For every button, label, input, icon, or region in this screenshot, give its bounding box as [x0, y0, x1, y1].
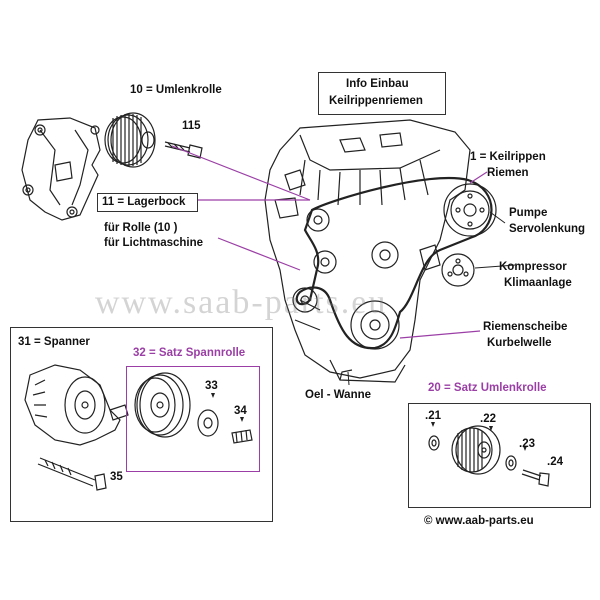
umlenkrolle-box — [408, 403, 591, 508]
label-lagerbock: 11 = Lagerbock — [102, 196, 186, 208]
label-pumpe-line2: Servolenkung — [509, 223, 586, 235]
label-pumpe-line1: Pumpe — [509, 207, 548, 219]
spanner-assembly — [24, 364, 129, 491]
lagerbock-bracket — [21, 117, 101, 221]
washer-33 — [197, 409, 219, 437]
pulley-idler-top — [306, 208, 330, 232]
title-box: Info Einbau Keilrippenriemen — [318, 72, 446, 115]
label-oelwanne: Oel - Wanne — [305, 389, 372, 401]
label-keilrippen-line2: Riemen — [487, 167, 529, 179]
washer-23 — [505, 455, 517, 471]
label-umlenkrolle: 10 = Umlenkrolle — [130, 84, 222, 96]
pulley-upper-middle — [371, 241, 399, 269]
pulley-22 — [451, 425, 501, 475]
pulley-lower-left — [292, 287, 318, 313]
label-21: .21 — [425, 410, 441, 422]
pulley-kompressor — [441, 253, 475, 287]
spannrolle-32 — [134, 372, 191, 438]
label-rolle-line2: für Lichtmaschine — [104, 237, 204, 249]
pulley-left-middle — [313, 250, 337, 274]
label-keilrippen-line1: 1 = Keilrippen — [470, 151, 546, 163]
umlenkrolle-pulley — [104, 112, 156, 168]
bolt-24 — [521, 469, 550, 487]
label-kompressor-line1: Kompressor — [499, 261, 567, 273]
umlenkrolle-satz-20 — [428, 425, 550, 487]
label-riemenscheibe-line1: Riemenscheibe — [483, 321, 568, 333]
label-satz-spannrolle: 32 = Satz Spannrolle — [133, 347, 246, 359]
label-22: .22 — [480, 413, 496, 425]
pulley-kurbelwelle — [350, 300, 400, 350]
title-line1: Info Einbau — [346, 78, 409, 90]
label-35: 35 — [110, 471, 123, 483]
label-bolt-115: 115 — [182, 120, 201, 132]
title-line2: Keilrippenriemen — [329, 95, 423, 107]
spanner-box — [10, 327, 273, 522]
label-24: .24 — [547, 456, 563, 468]
label-kompressor-line2: Klimaanlage — [504, 277, 572, 289]
label-33: 33 — [205, 380, 218, 392]
spannrolle-box — [126, 366, 260, 472]
copyright-link[interactable]: © www.aab-parts.eu — [424, 515, 534, 527]
label-rolle-line1: für Rolle (10 ) — [104, 222, 178, 234]
watermark: www.saab-parts.eu — [95, 284, 388, 321]
label-satz-umlenkrolle: 20 = Satz Umlenkrolle — [428, 382, 547, 394]
label-23: .23 — [519, 438, 535, 450]
label-spanner: 31 = Spanner — [18, 336, 90, 348]
lagerbock-box: 11 = Lagerbock — [97, 193, 198, 212]
serpentine-belt — [295, 176, 493, 350]
engine-block — [264, 119, 471, 383]
pulley-servolenkung — [443, 183, 497, 237]
label-34: 34 — [234, 405, 247, 417]
washer-21 — [428, 435, 440, 451]
label-riemenscheibe-line2: Kurbelwelle — [487, 337, 552, 349]
bolt-34 — [231, 429, 253, 444]
